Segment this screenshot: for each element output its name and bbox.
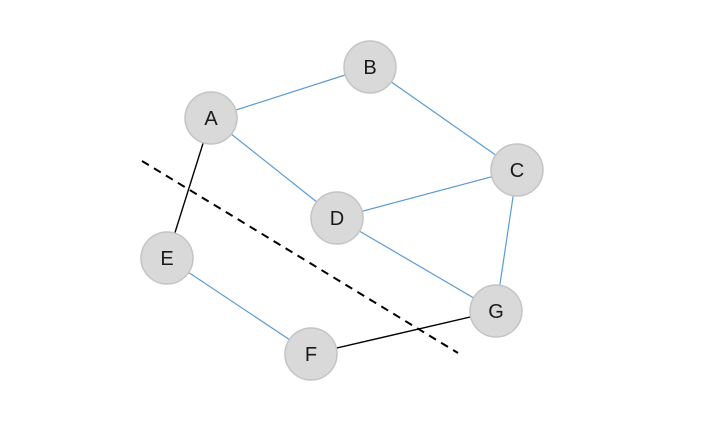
node-label: D [330,208,344,230]
node-circle [310,191,364,245]
node-g: G [469,284,523,338]
node-e: E [140,231,194,285]
node-d: D [310,191,364,245]
nodes: A B C D E F G [140,40,544,381]
node-circle [490,143,544,197]
node-b: B [343,40,397,94]
node-circle [140,231,194,285]
node-f: F [284,327,338,381]
node-circle [469,284,523,338]
edge-d-g [336,217,497,312]
cut-line [141,160,459,354]
node-circle [284,327,338,381]
node-label: G [488,301,504,323]
node-circle [343,40,397,94]
node-a: A [184,91,238,145]
edge-a-b [210,66,371,119]
node-label: B [363,57,376,79]
node-circle [184,91,238,145]
node-label: C [510,160,524,182]
node-c: C [490,143,544,197]
edge-e-f [166,257,312,355]
edge-f-g [310,310,497,355]
node-label: F [305,344,317,366]
node-label: A [204,108,218,130]
edge-d-c [336,169,518,219]
edge-a-d [210,117,338,219]
edge-b-c [369,66,518,171]
node-label: E [160,248,173,270]
